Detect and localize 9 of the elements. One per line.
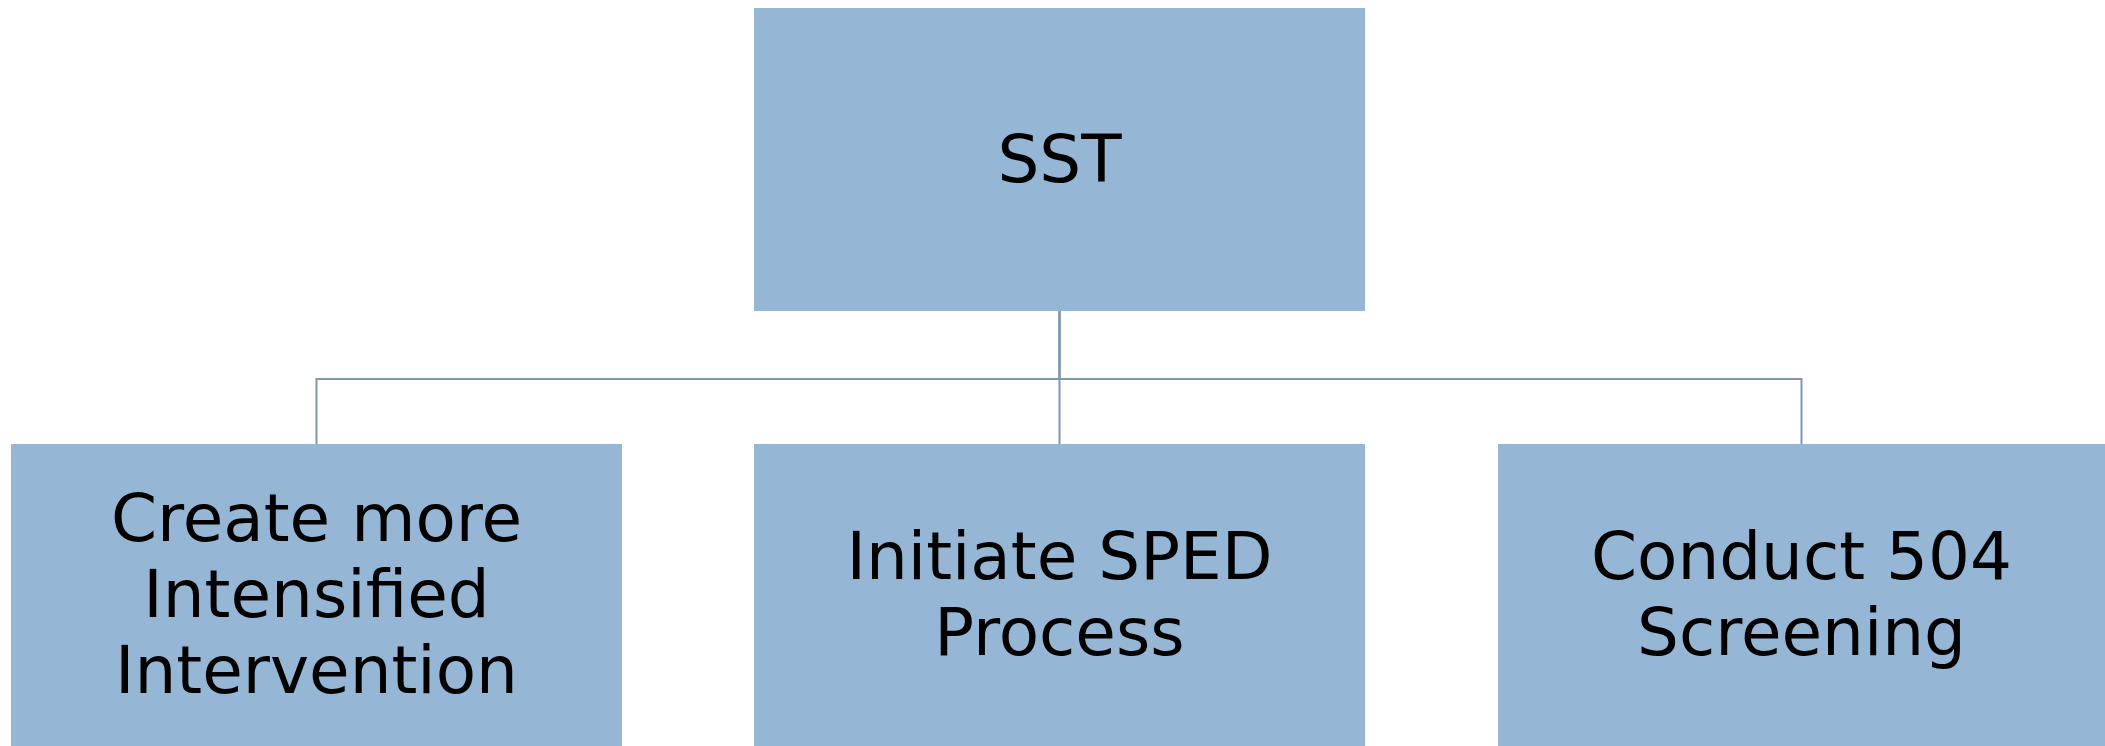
box-label: SST <box>997 121 1122 198</box>
process-box <box>754 8 1365 311</box>
box-label: Initiate SPED Process <box>845 519 1274 671</box>
box-label: Create more Intensified Intervention <box>109 481 524 709</box>
process-box <box>11 444 622 746</box>
connector-line <box>1058 310 1803 445</box>
process-box <box>754 444 1365 746</box>
box-label: Conduct 504 Screening <box>1589 519 2014 671</box>
process-box <box>1498 444 2105 746</box>
